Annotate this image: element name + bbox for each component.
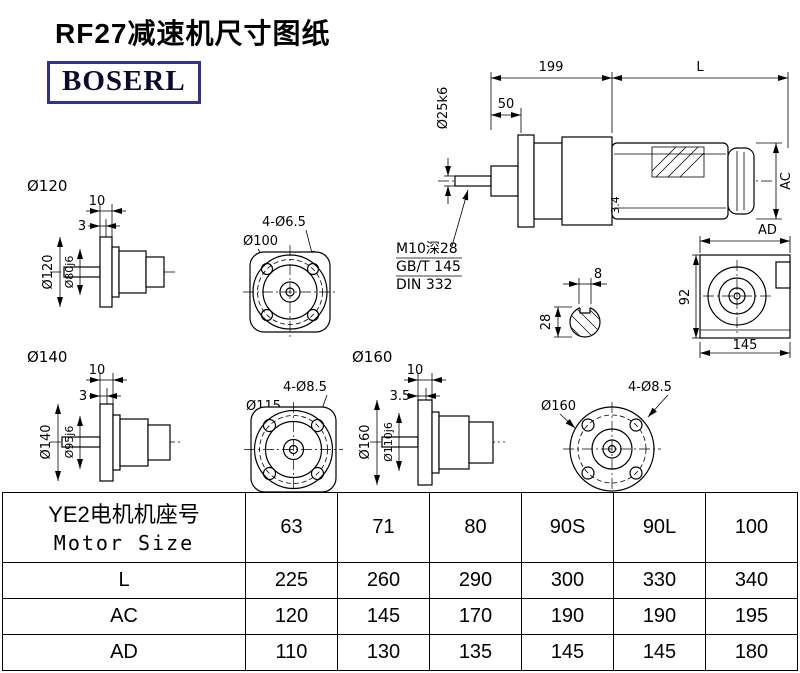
dim-key-width: 8 bbox=[594, 267, 602, 282]
dim-199: 199 bbox=[539, 60, 564, 75]
logo-text: BOSERL bbox=[62, 65, 186, 97]
table-header-row: YE2电机机座号 Motor Size 63 71 80 90S 90L 100 bbox=[2, 492, 798, 563]
motor-size-71: 71 bbox=[337, 492, 430, 563]
dim-10: 10 bbox=[407, 363, 424, 378]
value-cell: 195 bbox=[705, 598, 798, 635]
dim-bolt-circle: Ø100 bbox=[243, 234, 278, 249]
rear-view: AD 92 145 bbox=[678, 223, 791, 358]
value-cell: 170 bbox=[429, 598, 522, 635]
flange-140-label: Ø140 bbox=[27, 348, 67, 366]
value-cell: 190 bbox=[521, 598, 614, 635]
output-shaft bbox=[454, 175, 492, 187]
gear-housing bbox=[561, 136, 613, 226]
flange-plate bbox=[417, 399, 433, 486]
flange-d120-view: Ø120 10 3 Ø120 Ø80j6 bbox=[27, 177, 175, 308]
dim-L: L bbox=[696, 60, 704, 75]
flange-plate bbox=[99, 236, 113, 308]
flange-160-label: Ø160 bbox=[352, 348, 392, 366]
page-title: RF27减速机尺寸图纸 bbox=[55, 18, 331, 49]
dim-145: 145 bbox=[733, 338, 758, 353]
main-assembly-view: 199 L 50 Ø25k6 AC 3.4 M10深28 GB/T 145 DI… bbox=[396, 60, 794, 293]
dim-10: 10 bbox=[89, 363, 106, 378]
key-section-view: 8 28 bbox=[539, 267, 607, 338]
dim-bolt-holes: 4-Ø8.5 bbox=[283, 380, 327, 395]
dim-10: 10 bbox=[89, 194, 106, 209]
front-d100-view: 4-Ø6.5 Ø100 bbox=[243, 215, 337, 339]
value-cell: 145 bbox=[521, 634, 614, 671]
motor-size-header-cn: YE2电机机座号 bbox=[48, 502, 200, 528]
dim-flange-diameter: Ø120 bbox=[41, 254, 56, 289]
table-row-AD: AD 110 130 135 145 145 180 bbox=[2, 634, 798, 671]
flange-120-label: Ø120 bbox=[27, 177, 67, 195]
dim-spigot-diameter: Ø110j6 bbox=[382, 422, 395, 462]
value-cell: 130 bbox=[337, 634, 430, 671]
motor-size-63: 63 bbox=[245, 492, 338, 563]
motor-size-header-en: Motor Size bbox=[53, 530, 195, 555]
technical-drawing: 199 L 50 Ø25k6 AC 3.4 M10深28 GB/T 145 DI… bbox=[27, 60, 794, 492]
dim-AD: AD bbox=[758, 223, 777, 238]
dim-outer-circle: Ø160 bbox=[541, 399, 576, 414]
value-cell: 135 bbox=[429, 634, 522, 671]
value-cell: 145 bbox=[337, 598, 430, 635]
dim-3-4: 3.4 bbox=[609, 196, 622, 214]
flange-d140-view: Ø140 10 3 Ø140 Ø95j6 bbox=[27, 348, 182, 482]
dim-bolt-holes: 4-Ø6.5 bbox=[262, 215, 306, 230]
dim-28: 28 bbox=[539, 314, 554, 331]
dim-spigot-diameter: Ø80j6 bbox=[63, 256, 76, 289]
dim-AC: AC bbox=[779, 172, 794, 190]
dim-flange-diameter: Ø160 bbox=[358, 424, 373, 459]
row-label-L: L bbox=[2, 562, 246, 599]
table-row-AC: AC 120 145 170 190 190 195 bbox=[2, 598, 798, 635]
dim-3: 3 bbox=[78, 219, 86, 234]
note-gb-standard: GB/T 145 bbox=[396, 259, 461, 275]
flange-plate bbox=[99, 403, 114, 482]
value-cell: 330 bbox=[613, 562, 706, 599]
dim-50: 50 bbox=[498, 97, 515, 112]
motor-size-header-cell: YE2电机机座号 Motor Size bbox=[2, 492, 246, 563]
dim-spigot-diameter: Ø95j6 bbox=[63, 426, 76, 459]
table-row-L: L 225 260 290 300 330 340 bbox=[2, 562, 798, 599]
value-cell: 290 bbox=[429, 562, 522, 599]
value-cell: 110 bbox=[245, 634, 338, 671]
dim-3: 3 bbox=[79, 389, 87, 404]
motor-size-90l: 90L bbox=[613, 492, 706, 563]
note-din-standard: DIN 332 bbox=[396, 277, 453, 293]
value-cell: 225 bbox=[245, 562, 338, 599]
value-cell: 120 bbox=[245, 598, 338, 635]
motor-size-100: 100 bbox=[705, 492, 798, 563]
boserl-logo: BOSERL bbox=[47, 61, 201, 104]
dim-bolt-holes: 4-Ø8.5 bbox=[628, 380, 672, 395]
spec-table: YE2电机机座号 Motor Size 63 71 80 90S 90L 100… bbox=[2, 492, 798, 671]
note-tapped-hole: M10深28 bbox=[396, 241, 458, 257]
value-cell: 300 bbox=[521, 562, 614, 599]
dim-3-5: 3.5 bbox=[390, 389, 411, 404]
dim-92: 92 bbox=[678, 289, 693, 306]
value-cell: 180 bbox=[705, 634, 798, 671]
dim-shaft-diameter: Ø25k6 bbox=[436, 87, 451, 130]
motor-size-90s: 90S bbox=[521, 492, 614, 563]
value-cell: 145 bbox=[613, 634, 706, 671]
row-label-AD: AD bbox=[2, 634, 246, 671]
front-d160-view: 4-Ø8.5 Ø160 bbox=[541, 380, 672, 492]
fan-cowl bbox=[727, 147, 755, 215]
front-d115-view: 4-Ø8.5 Ø115 bbox=[244, 380, 343, 492]
flange-d160-view: Ø160 10 3.5 Ø160 Ø110j6 bbox=[352, 348, 505, 486]
value-cell: 340 bbox=[705, 562, 798, 599]
value-cell: 260 bbox=[337, 562, 430, 599]
motor-size-80: 80 bbox=[429, 492, 522, 563]
row-label-AC: AC bbox=[2, 598, 246, 635]
value-cell: 190 bbox=[613, 598, 706, 635]
dim-flange-diameter: Ø140 bbox=[39, 424, 54, 459]
